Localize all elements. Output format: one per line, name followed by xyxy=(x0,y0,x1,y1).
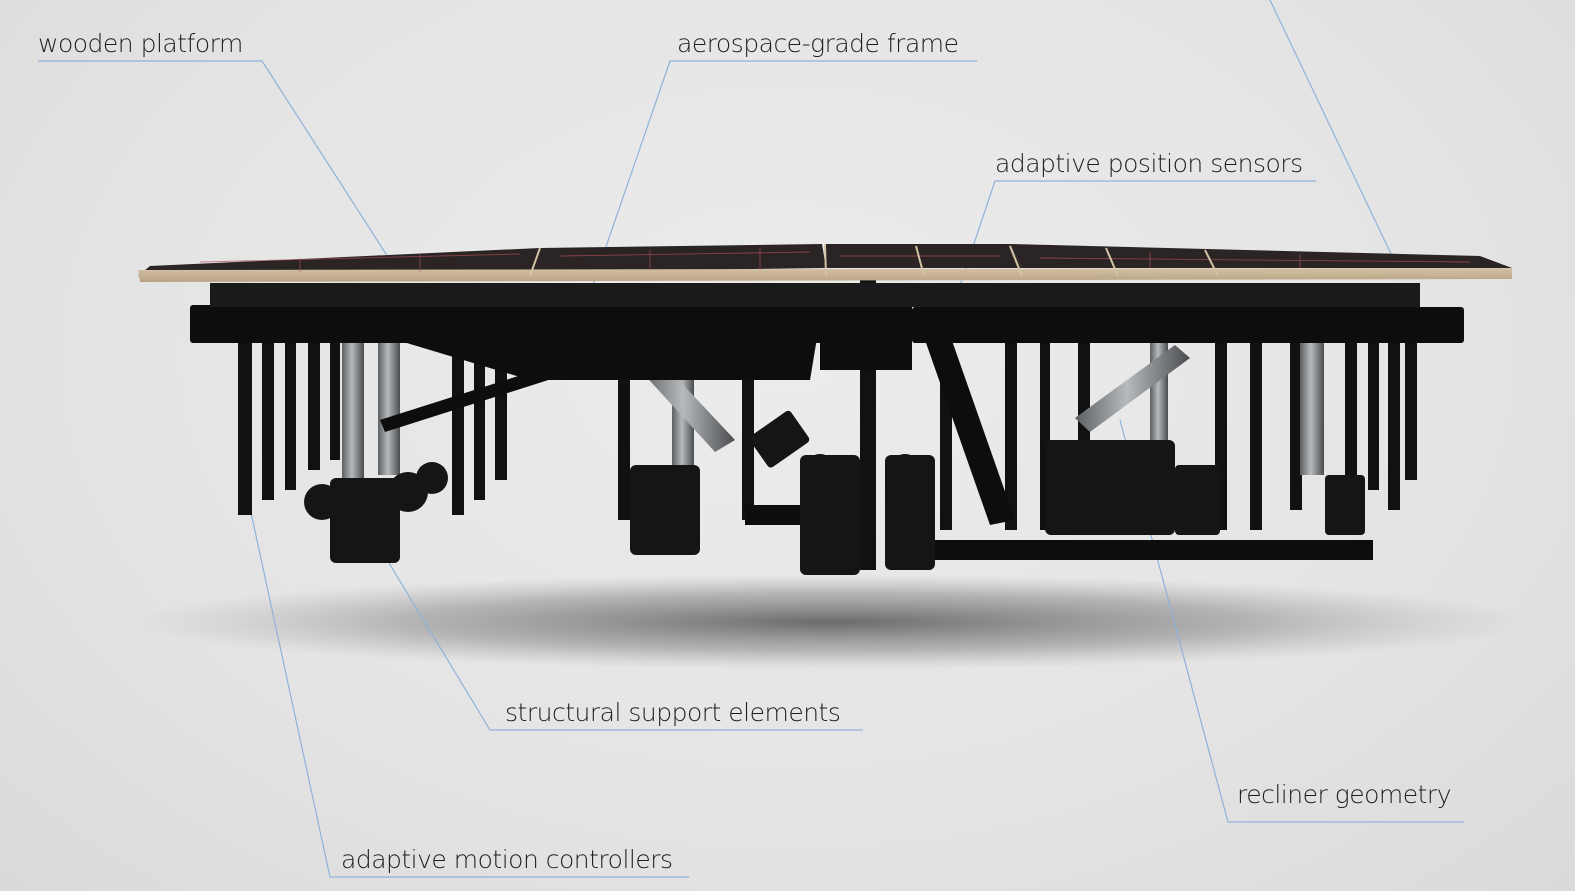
motion-controllers xyxy=(304,410,1365,575)
label-aerospace-frame: aerospace-grade frame xyxy=(677,29,959,58)
leader-structural-support xyxy=(359,514,863,731)
leader-position-sensors xyxy=(954,180,1316,301)
aerospace-frame xyxy=(190,300,1464,560)
label-wooden-platform: wooden platform xyxy=(38,29,243,58)
label-motion-controllers: adaptive motion controllers xyxy=(341,845,673,874)
mechanism-legs xyxy=(238,280,1417,570)
label-position-sensors: adaptive position sensors xyxy=(995,149,1303,178)
label-structural-support: structural support elements xyxy=(505,698,841,727)
label-recliner-geometry: recliner geometry xyxy=(1237,780,1452,809)
position-sensors xyxy=(210,283,1420,307)
leader-lines xyxy=(38,0,1464,878)
leader-motion-controllers xyxy=(249,507,689,878)
leader-aerospace-frame xyxy=(577,60,977,329)
floor-shadow xyxy=(130,574,1530,670)
leader-wooden-platform xyxy=(38,60,396,269)
wooden-platform xyxy=(138,243,1512,282)
leader-top-right xyxy=(1269,0,1393,257)
